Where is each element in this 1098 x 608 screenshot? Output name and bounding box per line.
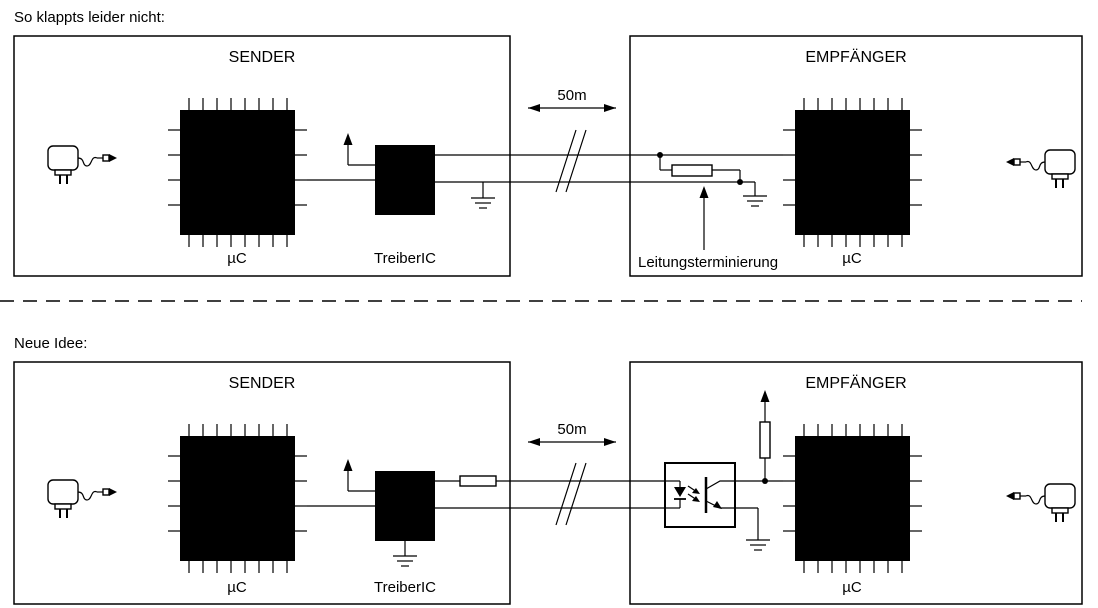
power-adapter-icon: [47, 145, 118, 185]
cable-break-icon: [555, 129, 587, 193]
driver-label: TreiberIC: [374, 250, 436, 267]
ground-symbol: [470, 182, 496, 209]
driver-ic: [375, 471, 435, 541]
power-adapter-icon: [1005, 149, 1076, 189]
ground-symbol: [735, 507, 771, 551]
mcu-chip: [167, 97, 308, 248]
receiver-title: EMPFÄNGER: [805, 374, 906, 392]
sender-title: SENDER: [229, 49, 296, 66]
driver-label: TreiberIC: [374, 579, 436, 596]
receiver-section-top: EMPFÄNGER Leitungsterminierung µC: [629, 35, 1083, 277]
mcu-label: µC: [842, 250, 862, 267]
mcu-label: µC: [227, 579, 247, 596]
mcu-label: µC: [227, 250, 247, 267]
termination-label: Leitungsterminierung: [638, 254, 778, 271]
pullup-resistor: [759, 389, 771, 481]
cable-run-bottom: 50m: [435, 421, 665, 526]
series-resistor: [435, 475, 497, 487]
cable-break-icon: [555, 462, 587, 526]
top-diagram: So klappts leider nicht: 50m SENDER µC: [13, 9, 1083, 277]
sender-title: SENDER: [229, 375, 296, 392]
power-adapter-icon: [47, 479, 118, 519]
termination-annotation: Leitungsterminierung: [638, 186, 778, 271]
mcu-chip: [782, 97, 923, 248]
sender-box: [13, 35, 511, 277]
ground-symbol: [392, 541, 418, 567]
cable-length-label: 50m: [557, 87, 586, 104]
receiver-title: EMPFÄNGER: [805, 48, 906, 66]
driver-ic: [375, 145, 435, 215]
receiver-box: [629, 361, 1083, 605]
ground-symbol: [742, 182, 768, 207]
receiver-box: [629, 35, 1083, 277]
vcc-arrow-icon: [342, 132, 354, 166]
mcu-chip: [167, 423, 308, 574]
mcu-label: µC: [842, 579, 862, 596]
receiver-section-bottom: EMPFÄNGER: [629, 361, 1083, 605]
top-caption: So klappts leider nicht:: [14, 9, 165, 26]
mcu-chip: [782, 423, 923, 574]
sender-section-top: SENDER µC TreiberIC: [13, 35, 511, 277]
cable-run-top: 50m: [435, 87, 783, 193]
sender-section-bottom: SENDER µC TreiberIC: [13, 361, 511, 605]
vcc-arrow-icon: [342, 458, 354, 492]
cable-length-label: 50m: [557, 421, 586, 438]
termination-resistor: [657, 152, 743, 185]
vcc-arrow-icon: [759, 389, 771, 423]
optocoupler: [664, 462, 736, 528]
distance-arrow: 50m: [528, 87, 616, 112]
bottom-diagram: Neue Idee: 50m SENDER µC: [13, 335, 1083, 605]
power-adapter-icon: [1005, 483, 1076, 523]
sender-box: [13, 361, 511, 605]
distance-arrow: 50m: [528, 421, 616, 446]
bottom-caption: Neue Idee:: [14, 335, 87, 352]
